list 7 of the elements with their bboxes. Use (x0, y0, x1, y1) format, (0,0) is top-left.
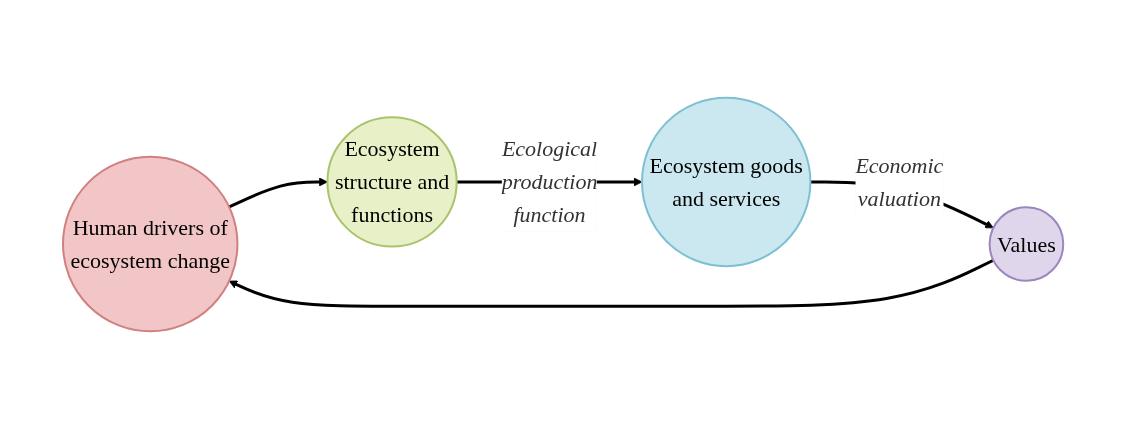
node-circle: Ecosystem goods and services (640, 96, 812, 268)
node-circle: Ecosystem structure and functions (326, 116, 458, 248)
arrow (228, 177, 328, 209)
node-circle: Values (988, 206, 1065, 282)
arrow (228, 258, 994, 308)
node-circle: Human drivers of ecosystem change (61, 155, 239, 333)
edge-label: Economic valuation (855, 152, 944, 211)
